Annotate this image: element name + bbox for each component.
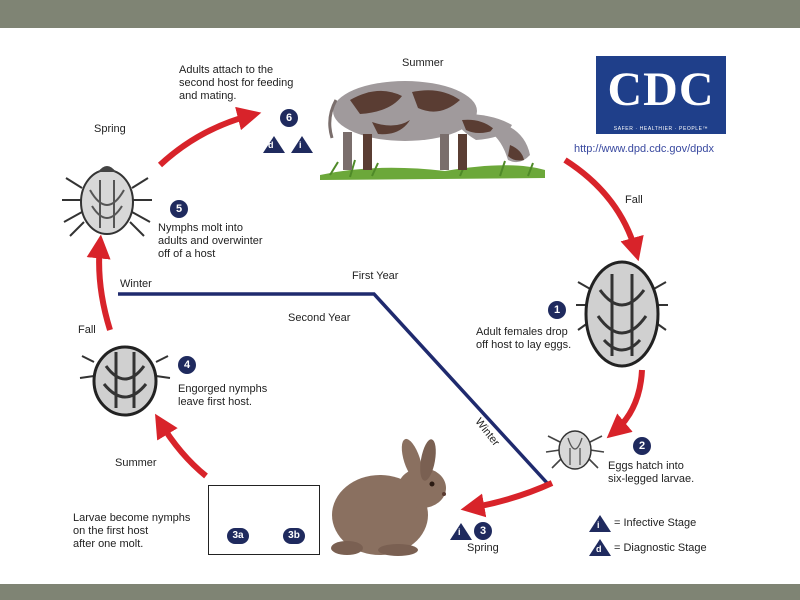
season-summer-bottom: Summer bbox=[115, 457, 157, 469]
timeline-winter-label: Winter bbox=[120, 278, 152, 290]
engorged-nymph-tick bbox=[79, 345, 171, 417]
step-3a-badge: 3a bbox=[227, 528, 249, 544]
arrow-4-to-5 bbox=[86, 234, 113, 331]
arrow-2-to-3 bbox=[460, 480, 554, 518]
step-6-badge: 6 bbox=[280, 109, 298, 127]
step-3-badge: 3 bbox=[474, 522, 492, 540]
arrow-summer-to-fall bbox=[563, 157, 644, 262]
season-spring-bottom: Spring bbox=[467, 542, 499, 554]
infective-stage-icon-6 bbox=[291, 136, 313, 153]
arrow-spring-to-6 bbox=[157, 106, 262, 168]
arrow-3-to-4 bbox=[155, 413, 208, 479]
step-2-description: Eggs hatch into six-legged larvae. bbox=[608, 460, 695, 485]
diagnostic-stage-legend-icon bbox=[589, 539, 611, 556]
legend-diagnostic-letter: d bbox=[596, 544, 602, 554]
step-1-badge: 1 bbox=[548, 301, 566, 319]
step-4-badge: 4 bbox=[178, 356, 196, 374]
legend-diagnostic-label: = Diagnostic Stage bbox=[614, 542, 707, 554]
legend-infective-letter: i bbox=[597, 520, 600, 530]
season-fall-right: Fall bbox=[625, 194, 643, 206]
cdc-logo-text: CDC bbox=[607, 63, 715, 116]
timeline-first-year-label: First Year bbox=[352, 270, 399, 282]
engorged-female-tick bbox=[576, 260, 668, 368]
step-6-infective-letter: i bbox=[299, 140, 302, 150]
step-6-diagnostic-letter: d bbox=[268, 140, 274, 150]
step-1-description: Adult females drop off host to lay eggs. bbox=[476, 326, 572, 351]
step-3b-badge: 3b bbox=[283, 528, 305, 544]
season-fall-left: Fall bbox=[78, 324, 96, 336]
top-frame bbox=[0, 0, 800, 28]
step-4-description: Engorged nymphs leave first host. bbox=[178, 383, 268, 408]
diagnostic-stage-icon-6 bbox=[263, 136, 285, 153]
season-summer-top: Summer bbox=[402, 57, 444, 69]
step-3-infective-letter: i bbox=[458, 527, 461, 537]
step-3-description: Larvae become nymphs on the first host a… bbox=[73, 512, 191, 550]
infective-stage-legend-icon bbox=[589, 515, 611, 532]
adult-tick-spring bbox=[62, 166, 152, 237]
step-2-badge: 2 bbox=[633, 437, 651, 455]
cow-illustration bbox=[320, 81, 545, 180]
cdc-logo: CDC SAFER · HEALTHIER · PEOPLE™ bbox=[596, 56, 726, 134]
bottom-frame bbox=[0, 584, 800, 600]
step-3-molt-box bbox=[208, 485, 320, 555]
arrow-1-to-2 bbox=[606, 369, 645, 439]
source-url: http://www.dpd.cdc.gov/dpdx bbox=[574, 143, 715, 155]
legend-infective-label: = Infective Stage bbox=[614, 517, 697, 529]
infective-stage-icon-3 bbox=[450, 523, 472, 540]
step-5-description: Nymphs molt into adults and overwinter o… bbox=[158, 222, 263, 260]
step-5-badge: 5 bbox=[170, 200, 188, 218]
timeline-second-year-label: Second Year bbox=[288, 312, 351, 324]
cdc-tagline: SAFER · HEALTHIER · PEOPLE™ bbox=[613, 126, 709, 132]
larva-tick bbox=[545, 430, 605, 470]
season-spring-left: Spring bbox=[94, 123, 126, 135]
timeline-line bbox=[118, 292, 550, 486]
rabbit-illustration bbox=[331, 438, 446, 556]
step-6-description: Adults attach to the second host for fee… bbox=[179, 64, 294, 102]
